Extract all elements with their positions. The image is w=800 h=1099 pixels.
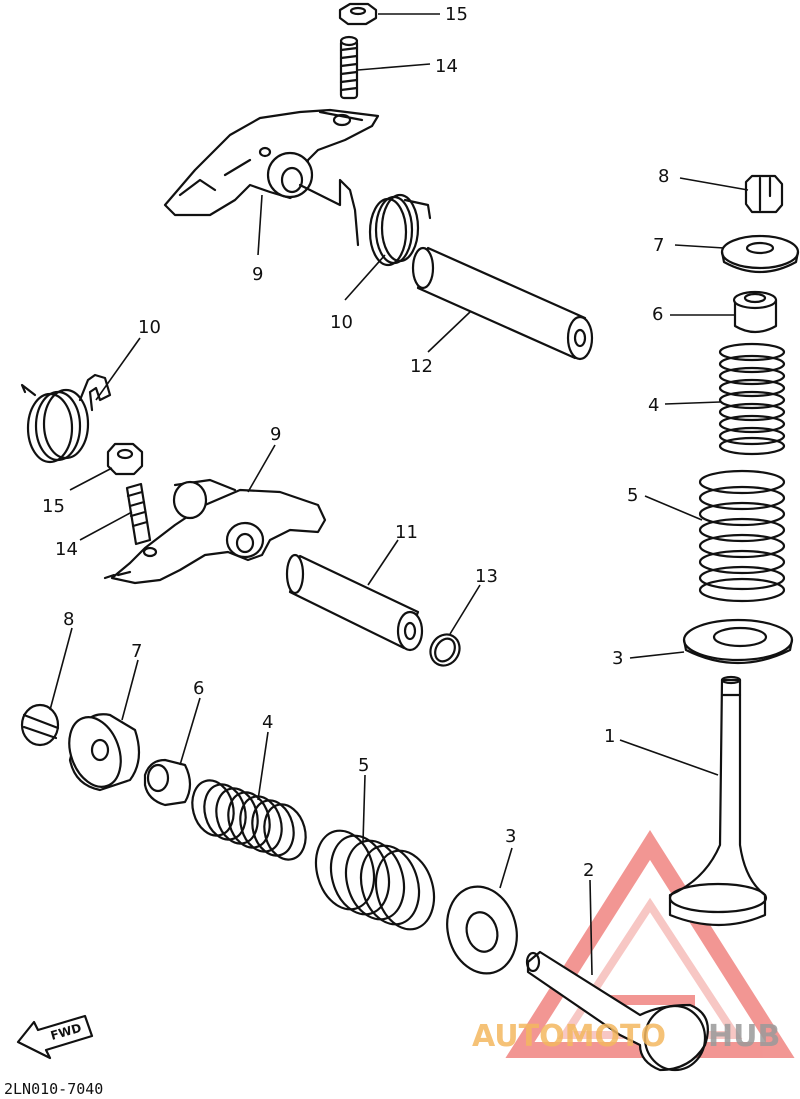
callout-8-left: 8 [63, 609, 74, 630]
callout-13: 13 [475, 566, 498, 587]
callout-1: 1 [604, 726, 615, 747]
callout-5-right: 5 [627, 485, 638, 506]
part-9-rocker-arm-top [163, 108, 380, 217]
callout-9-left: 9 [270, 424, 281, 445]
callout-7-left: 7 [131, 641, 142, 662]
part-13-o-ring [429, 633, 461, 667]
part-14-screw-top [339, 35, 359, 100]
callout-10-top: 10 [330, 312, 353, 333]
part-15-nut-left [106, 442, 144, 476]
callout-6-left: 6 [193, 678, 204, 699]
callout-10-left: 10 [138, 317, 161, 338]
watermark-part1: AUTOMOTO [472, 1019, 666, 1054]
part-4-inner-spring-right [718, 342, 786, 456]
part-5-outer-spring-right [698, 469, 786, 603]
callout-11: 11 [395, 522, 418, 543]
callout-3-left: 3 [505, 826, 516, 847]
watermark-part2: HUB [708, 1019, 780, 1054]
part-2-intake-valve [525, 950, 709, 1072]
part-8-collet-left [20, 703, 60, 747]
callout-labels: 15 14 9 10 12 8 7 6 4 5 3 1 10 9 15 14 1… [42, 4, 669, 881]
callout-5-left: 5 [358, 755, 369, 776]
part-3-spring-seat-left [446, 885, 518, 975]
callout-4-left: 4 [262, 712, 273, 733]
part-7-retainer-left [68, 713, 141, 792]
part-6-oil-seal-left [143, 758, 192, 807]
callout-4-right: 4 [648, 395, 659, 416]
callout-7-right: 7 [653, 235, 664, 256]
diagram-code: 2LN010-7040 [4, 1080, 103, 1098]
part-14-screw-left [125, 482, 152, 546]
part-12-rocker-shaft [411, 246, 594, 361]
part-1-exhaust-valve [668, 675, 768, 927]
part-9-rocker-arm-left [103, 478, 327, 585]
callout-14-top: 14 [435, 56, 458, 77]
callout-6-right: 6 [652, 304, 663, 325]
leader-lines [49, 13, 749, 976]
callout-9-top: 9 [252, 264, 263, 285]
watermark-text: AUTOMOTO HUB [472, 1019, 780, 1054]
callout-15-left: 15 [42, 496, 65, 517]
part-11-rocker-shaft-lower [285, 553, 424, 652]
part-10-rocker-spring-top [298, 178, 432, 267]
callout-12: 12 [410, 356, 433, 377]
part-6-oil-seal-right [732, 290, 778, 334]
callout-8-right: 8 [658, 166, 669, 187]
part-5-outer-spring-left [314, 829, 436, 931]
part-7-retainer-right [720, 234, 800, 273]
fwd-arrow: FWD [16, 1014, 94, 1060]
callout-3-right: 3 [612, 648, 623, 669]
part-3-spring-seat-right [682, 618, 794, 664]
part-15-nut-top [338, 2, 378, 26]
callout-2: 2 [583, 860, 594, 881]
callout-15-top: 15 [445, 4, 468, 25]
part-8-collet-right [744, 174, 784, 214]
part-10-rocker-spring-left [20, 373, 112, 464]
callout-14-left: 14 [55, 539, 78, 560]
part-4-inner-spring-left [191, 779, 307, 861]
